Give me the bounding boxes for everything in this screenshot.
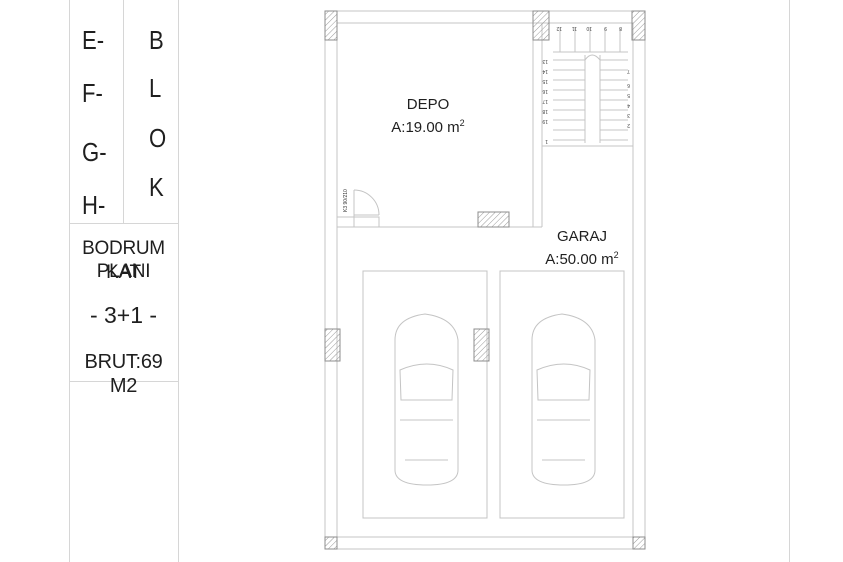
panel-middle-divider [123,0,124,223]
stair-step-number: 14 [542,68,548,74]
stair-step-number: 4 [627,102,630,108]
block-letter-f: F- [82,78,103,108]
block-letter-l: L [149,73,162,103]
block-letter-b: B [149,25,164,55]
stair-step-number: 11 [572,25,577,31]
car-left [394,313,459,486]
door-swing [353,189,380,216]
block-letter-o: O [149,123,167,153]
parking-bay-left [362,270,488,519]
block-letter-k: K [149,172,164,202]
depo-room-area: A:19.00 m2 [391,118,465,136]
stair-step-number: 17 [542,98,548,104]
car-right [531,313,596,486]
panel-left-border [69,0,70,562]
gross-area-label: BRUT:69 M2 [84,351,163,397]
door-label: K3 90/210 [343,189,349,212]
plan-title-line1: BODRUM KAT [82,238,165,283]
depo-room-label: DEPO A:19.00 m2 [378,96,478,137]
plan-title-line2: PLANI [96,261,151,282]
stair-step-number: 18 [542,108,548,114]
parking-bay-right [499,270,625,519]
outer-wall [324,10,646,550]
block-letter-g: G- [82,137,107,167]
block-letter-h: H- [82,190,106,220]
stair-step-number: 6 [627,82,630,88]
stair-step-number: 10 [586,25,592,31]
panel-divider-top [69,223,178,224]
stair-step-number: 13 [542,58,548,64]
stair-treads [553,28,628,143]
panel-divider-bottom [69,381,178,382]
structural-columns [324,10,646,550]
block-letter-e: E- [82,25,105,55]
stair-step-number: 7 [627,68,630,74]
stair-step-number: 15 [542,78,548,84]
stair-step-number: 8 [619,25,622,31]
depo-room-name: DEPO [406,96,450,113]
panel-right-border [178,0,179,562]
page-right-border [789,0,790,562]
stair-step-number: 2 [627,122,630,128]
stair-step-number: 12 [556,25,562,31]
stair-block [541,22,634,147]
garaj-room-area: A:50.00 m2 [545,250,619,268]
stair-step-number: 19 [542,118,548,124]
stair-step-number: 3 [627,112,630,118]
unit-type-label: - 3+1 - [89,302,158,328]
stair-step-number: 5 [627,92,630,98]
stair-step-number: 9 [604,25,607,31]
garaj-room-label: GARAJ A:50.00 m2 [530,228,634,269]
stair-step-number: 16 [542,88,548,94]
garaj-room-name: GARAJ [556,228,607,245]
stair-step-number: 1 [545,138,548,144]
